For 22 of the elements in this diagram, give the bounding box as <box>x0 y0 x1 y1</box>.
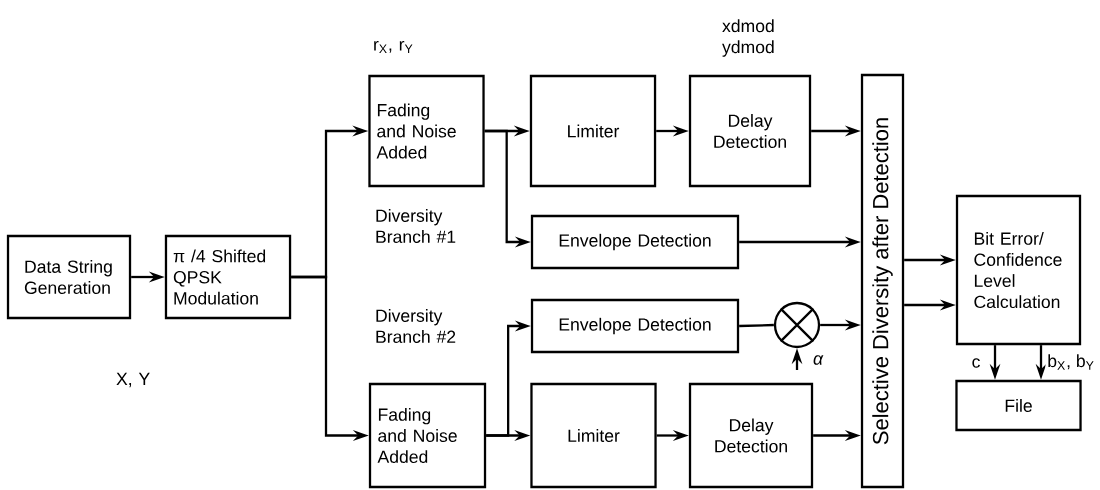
process-box: Data String Generation <box>6 234 132 320</box>
process-box: Limiter <box>530 382 657 489</box>
signal-label: Diversity Branch #2 <box>376 309 456 343</box>
process-box: Bit Error/ Confidence Level Calculation <box>955 194 1082 346</box>
process-box: Envelope Detection <box>530 214 740 270</box>
process-box: Fading and Noise Added <box>368 74 485 188</box>
signal-label: r$_{X}$, r$_{Y}$ <box>374 40 413 54</box>
arrow-label: α <box>811 353 825 367</box>
signal-label: X, Y <box>116 372 150 388</box>
signal-label: Diversity Branch #1 <box>376 209 456 243</box>
edge-label: b$_{X}$, b$_{Y}$ <box>1045 352 1097 372</box>
process-box: File <box>955 379 1082 432</box>
process-box: Delay Detection <box>688 74 812 188</box>
multiplier-circle <box>773 301 821 349</box>
signal-label: xdmod ydmod <box>722 19 774 57</box>
process-box: Limiter <box>529 74 657 188</box>
selector-bar: Selective Diversity after Detection <box>860 73 905 489</box>
process-box: π /4 Shifted QPSK Modulation <box>164 234 292 320</box>
edge-label: c <box>969 356 983 370</box>
process-box: Delay Detection <box>688 382 814 489</box>
process-box: Envelope Detection <box>530 298 740 354</box>
process-box: Fading and Noise Added <box>368 382 487 489</box>
